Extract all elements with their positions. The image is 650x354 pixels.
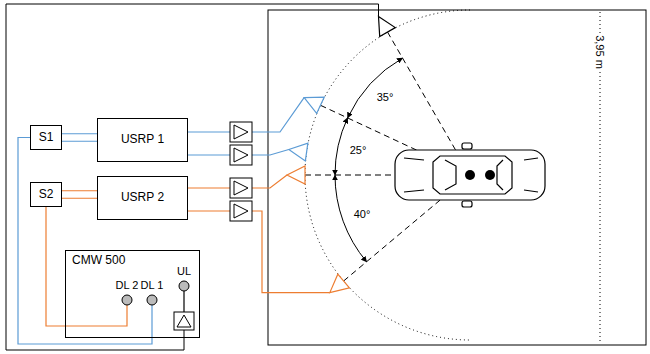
car-top-view xyxy=(404,158,424,160)
angle-arc xyxy=(335,118,348,175)
amp-to-antenna-wire xyxy=(252,98,330,293)
cmw-port-wire xyxy=(183,291,184,312)
horn-antenna xyxy=(379,17,396,37)
cmw-port-wire xyxy=(151,305,152,338)
equipment-box: USRP 1 xyxy=(97,118,188,162)
amplifier-symbol xyxy=(234,181,248,195)
dimension-label: 3,95 m xyxy=(594,33,607,71)
amplifier-symbol xyxy=(230,201,252,221)
room-outline xyxy=(268,10,646,345)
cmw-port-wire xyxy=(65,291,184,338)
car-top-view xyxy=(395,143,545,207)
port-label: DL 1 xyxy=(139,279,166,292)
port-connector xyxy=(122,295,132,305)
horn-antenna xyxy=(287,166,305,184)
equipment-box: USRP 2 xyxy=(97,176,188,220)
box-label: USRP 2 xyxy=(121,191,164,205)
port-label: DL 2 xyxy=(114,279,141,292)
box-label: S1 xyxy=(39,131,54,145)
car-top-view xyxy=(524,158,538,160)
signal-cable xyxy=(62,141,97,142)
receiver-position xyxy=(465,170,475,180)
angle-arc xyxy=(348,58,403,118)
angle-label: 35° xyxy=(375,91,396,104)
amplifier-symbol xyxy=(230,145,252,165)
car-top-view xyxy=(404,190,424,192)
signal-cable xyxy=(62,133,97,134)
amplifier-symbol xyxy=(174,312,194,330)
uplink-wire xyxy=(6,4,379,350)
port-connector xyxy=(179,281,189,291)
usrp-to-amp-wire xyxy=(188,154,230,155)
car-top-view xyxy=(524,190,538,192)
usrp-to-amp-wire xyxy=(188,187,230,188)
amp-to-antenna-wire xyxy=(252,211,330,293)
amplifier-symbol xyxy=(230,178,252,198)
box-label: CMW 500 xyxy=(72,254,125,268)
cmw-port-wire xyxy=(65,305,127,326)
horn-antenna xyxy=(289,143,308,161)
angle-arc xyxy=(335,58,403,262)
car-top-view xyxy=(433,156,512,194)
car-top-view xyxy=(462,201,472,207)
amplifier-symbol xyxy=(234,148,248,162)
amplifier-symbol xyxy=(177,315,191,327)
horn-antenna xyxy=(287,17,395,293)
amp-to-antenna-wire xyxy=(252,150,289,156)
signal-cable xyxy=(62,190,97,191)
receiver-position xyxy=(485,170,495,180)
uplink-wire xyxy=(6,4,379,350)
car-top-view xyxy=(445,160,456,190)
car-top-view xyxy=(462,143,472,149)
amplifier-symbol xyxy=(230,122,252,142)
signal-cable xyxy=(18,138,152,345)
amplifier-symbol xyxy=(234,125,248,139)
amp-to-antenna-wire xyxy=(252,175,287,188)
amplifier-symbol xyxy=(234,204,248,218)
amplifier-symbol xyxy=(174,122,252,330)
range-arc xyxy=(305,10,600,343)
port-connector xyxy=(147,295,157,305)
equipment-box: CMW 500 xyxy=(65,250,200,338)
horn-antenna xyxy=(330,274,350,292)
box-label: S2 xyxy=(39,188,54,202)
signal-cable xyxy=(46,207,65,326)
room-outline xyxy=(268,10,646,345)
horn-antenna xyxy=(304,97,324,113)
amp-to-antenna-wire xyxy=(252,98,304,132)
box-label: USRP 1 xyxy=(121,133,164,147)
equipment-box: S1 xyxy=(30,125,62,150)
receiver-position xyxy=(465,170,495,180)
usrp-to-amp-wire xyxy=(188,210,230,211)
usrp-to-amp-wire xyxy=(188,131,230,132)
equipment-box: S2 xyxy=(30,182,62,207)
car-top-view xyxy=(395,150,545,200)
car-top-view xyxy=(497,160,503,190)
usrp-to-amp-wire xyxy=(188,132,230,211)
angle-label: 40° xyxy=(352,208,373,221)
signal-cable xyxy=(62,198,97,199)
angle-label: 25° xyxy=(348,144,369,157)
port-label: UL xyxy=(175,265,193,278)
